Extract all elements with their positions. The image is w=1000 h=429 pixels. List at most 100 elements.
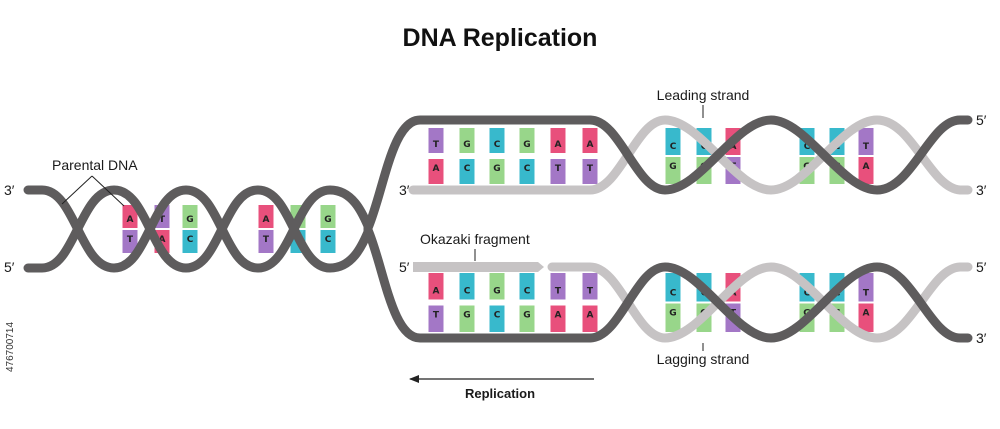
lagging-helix-base-letter: C — [670, 289, 677, 299]
leading-unpaired-base-letter: G — [493, 164, 500, 174]
leading-helix-base-T-top — [858, 128, 874, 155]
leading-unpaired-base-T-bottom — [582, 159, 598, 184]
parental-base-C-bottom — [320, 230, 336, 253]
parental-base-letter: T — [159, 215, 166, 225]
leading-helix-base-G-bottom — [665, 157, 681, 184]
leading-unpaired-base-letter: C — [494, 140, 501, 150]
leading-unpaired-base-A-bottom — [428, 159, 444, 184]
lagging-unpaired-base-C-top — [459, 273, 475, 300]
leading-helix-base-letter: G — [669, 162, 676, 172]
leading-helix-base-letter: C — [670, 142, 677, 152]
end-label-lagging-right-top: 5′ — [976, 259, 987, 275]
lagging-unpaired-base-G-bottom — [519, 305, 535, 332]
parental-base-letter: A — [127, 215, 134, 225]
leading-unpaired-base-letter: G — [523, 140, 530, 150]
lagging-unpaired-base-letter: C — [464, 287, 471, 297]
leading-unpaired-base-C-bottom — [459, 159, 475, 184]
leading-unpaired-base-G-top — [519, 128, 535, 153]
base-pairs: ATTAGCATGCGCTAGCCGGCATATCGCGATCGCGTAATCG… — [122, 128, 874, 332]
lagging-unpaired-base-G-bottom — [459, 305, 475, 332]
fork-upper-arm — [363, 115, 595, 233]
leading-unpaired-base-letter: A — [555, 140, 562, 150]
lagging-helix-base-A-bottom — [858, 303, 874, 332]
okazaki-fragment-strand — [413, 262, 544, 272]
parental-base-T-bottom — [258, 230, 274, 253]
leading-unpaired-base-G-bottom — [489, 159, 505, 184]
lagging-unpaired-base-G-top — [489, 273, 505, 300]
replication-fork — [363, 115, 595, 343]
leading-helix-base-letter: A — [863, 162, 870, 172]
parental-base-A-top — [122, 205, 138, 228]
leading-new-strand — [408, 115, 973, 195]
lagging-unpaired-base-letter: G — [463, 311, 470, 321]
leading-unpaired-base-letter: T — [587, 164, 594, 174]
leading-parental-strand — [585, 115, 973, 195]
parental-base-G-top — [320, 205, 336, 228]
leading-helix-base-A-bottom — [858, 157, 874, 184]
lagging-unpaired-base-letter: A — [433, 287, 440, 297]
parental-base-letter: T — [263, 235, 270, 245]
lagging-parental-strand — [585, 262, 973, 343]
lagging-unpaired-base-A-top — [428, 273, 444, 300]
leading-unpaired-base-T-top — [428, 128, 444, 153]
lagging-unpaired-base-A-bottom — [550, 305, 566, 332]
lagging-unpaired-base-letter: G — [523, 311, 530, 321]
end-label-leading-right-bottom: 3′ — [976, 182, 987, 198]
lagging-unpaired-base-C-top — [519, 273, 535, 300]
parental-base-T-bottom — [122, 230, 138, 253]
lagging-unpaired-base-A-bottom — [582, 305, 598, 332]
lagging-helix-base-letter: C — [804, 289, 811, 299]
lagging-unpaired-base-letter: T — [555, 287, 562, 297]
leading-unpaired-base-letter: C — [524, 164, 531, 174]
leading-helix-base-letter: A — [730, 142, 737, 152]
end-label-leading-right-top: 5′ — [976, 112, 987, 128]
parental-dna-label: Parental DNA — [52, 157, 138, 173]
parental-strand-back — [23, 185, 373, 273]
leading-helix-base-letter: C — [804, 142, 811, 152]
parental-pointer-right — [91, 175, 125, 207]
lagging-helix-base-G-bottom — [665, 303, 681, 332]
parental-base-letter: C — [187, 235, 194, 245]
parental-base-letter: A — [263, 215, 270, 225]
lagging-unpaired-base-letter: T — [587, 287, 594, 297]
okazaki-fragment-label: Okazaki fragment — [420, 231, 530, 247]
leading-unpaired-base-C-bottom — [519, 159, 535, 184]
lagging-helix-base-letter: G — [669, 309, 676, 319]
lagging-helix-base-T-top — [858, 273, 874, 302]
lagging-unpaired-base-T-top — [550, 273, 566, 300]
leading-daughter-helix — [408, 115, 973, 195]
page-title: DNA Replication — [403, 24, 598, 52]
lagging-helix-base-C-top — [665, 273, 681, 302]
parental-pointer-left — [61, 175, 93, 205]
lagging-unpaired-base-letter: A — [587, 311, 594, 321]
parental-base-letter: G — [324, 215, 331, 225]
lagging-helix-base-letter: A — [863, 309, 870, 319]
parental-base-G-top — [182, 205, 198, 228]
leading-unpaired-base-letter: A — [433, 164, 440, 174]
leading-unpaired-base-letter: G — [463, 140, 470, 150]
parental-base-letter: T — [127, 235, 134, 245]
lagging-unpaired-base-letter: C — [494, 311, 501, 321]
replication-label: Replication — [465, 386, 535, 401]
parental-base-letter: C — [325, 235, 332, 245]
leading-unpaired-base-letter: T — [555, 164, 562, 174]
leading-unpaired-base-letter: A — [587, 140, 594, 150]
end-label-lagging-inner: 5′ — [399, 259, 410, 275]
fork-lower-arm — [363, 225, 595, 343]
leading-unpaired-base-letter: T — [433, 140, 440, 150]
leading-unpaired-base-G-top — [459, 128, 475, 153]
end-label-leading-inner: 3′ — [399, 182, 410, 198]
lagging-strand-label: Lagging strand — [657, 351, 750, 367]
parental-base-C-bottom — [182, 230, 198, 253]
lagging-unpaired-base-C-bottom — [489, 305, 505, 332]
lagging-unpaired-base-letter: C — [524, 287, 531, 297]
end-label-left-top: 3′ — [4, 182, 15, 198]
lagging-unpaired-base-T-bottom — [428, 305, 444, 332]
stock-image-id: 476700714 — [5, 322, 16, 372]
parental-base-letter: G — [186, 215, 193, 225]
lagging-unpaired-base-letter: T — [433, 311, 440, 321]
leading-unpaired-base-A-top — [550, 128, 566, 153]
leading-strand-label: Leading strand — [657, 87, 750, 103]
leading-unpaired-base-C-top — [489, 128, 505, 153]
